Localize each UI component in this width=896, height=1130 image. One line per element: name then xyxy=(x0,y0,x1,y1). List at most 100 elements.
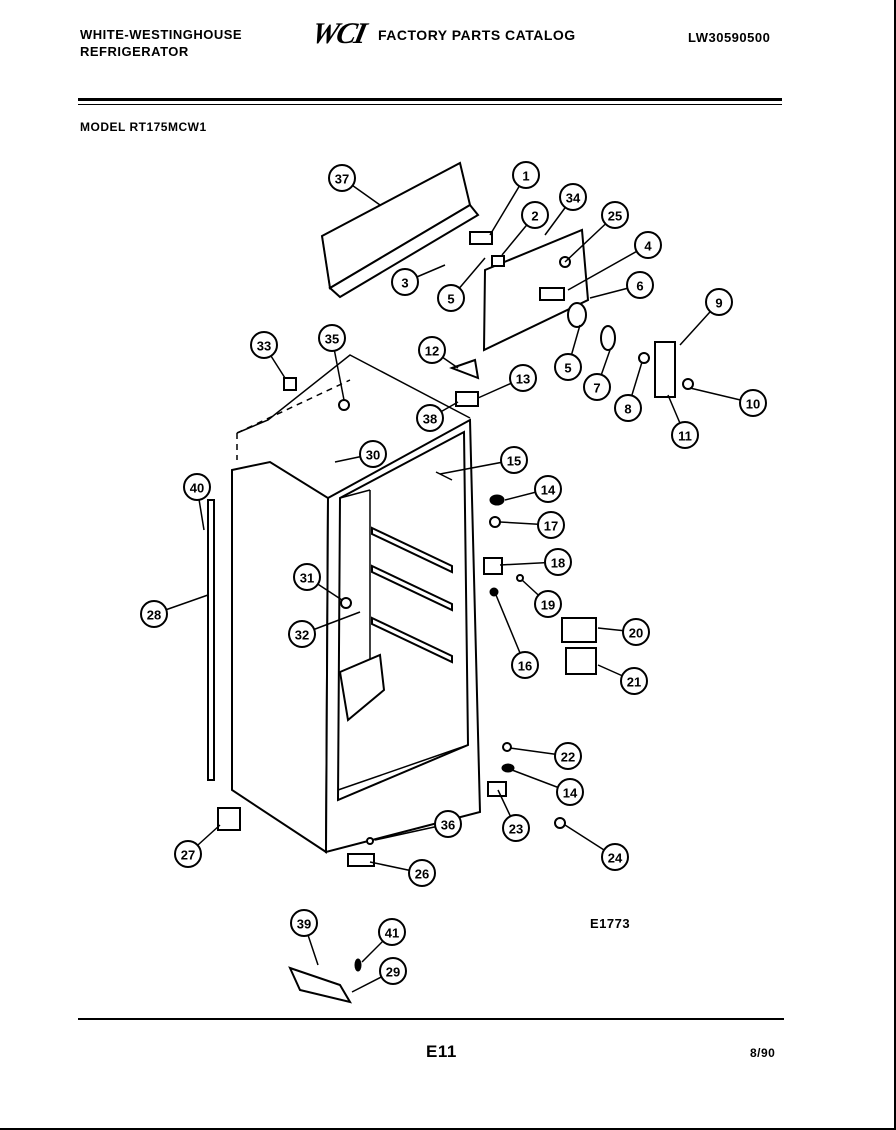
callout-number: 5 xyxy=(447,292,454,307)
callout-circle xyxy=(626,271,654,299)
callout-24: 24 xyxy=(564,824,629,871)
callout-15: 15 xyxy=(439,446,528,475)
callout-number: 21 xyxy=(627,675,641,690)
callout-3: 3 xyxy=(391,264,446,296)
refrigerator-cabinet xyxy=(231,354,482,854)
callout-circle xyxy=(512,161,540,189)
switch-clip xyxy=(682,378,694,390)
callout-circle xyxy=(391,268,419,296)
callout-circle xyxy=(559,183,587,211)
callout-circle xyxy=(671,421,699,449)
light-switch-housing xyxy=(654,341,676,398)
thermostat-knob xyxy=(567,302,587,328)
hinge-bracket-20 xyxy=(561,617,597,643)
brand-line-1: WHITE-WESTINGHOUSE xyxy=(80,27,243,42)
callout-number: 14 xyxy=(563,786,578,801)
footer-rule xyxy=(78,1018,784,1020)
model-number: MODEL RT175MCW1 xyxy=(80,120,207,134)
callout-circle xyxy=(437,284,465,312)
callout-number: 34 xyxy=(566,191,581,206)
callout-number: 7 xyxy=(593,381,600,396)
callout-circle xyxy=(622,618,650,646)
switch-screw xyxy=(638,352,650,364)
callout-number: 6 xyxy=(636,279,643,294)
callout-9: 9 xyxy=(679,288,733,346)
callout-circle xyxy=(601,843,629,871)
washer-19 xyxy=(516,574,524,582)
tube-28 xyxy=(207,499,215,781)
callout-circle xyxy=(521,201,549,229)
hinge-26 xyxy=(347,853,375,867)
shelf-support-15 xyxy=(435,471,453,481)
control-panel-plate xyxy=(482,228,590,352)
callout-number: 12 xyxy=(425,344,439,359)
catalog-title: FACTORY PARTS CATALOG xyxy=(378,27,576,43)
callout-number: 14 xyxy=(541,483,556,498)
callout-14: 14 xyxy=(504,475,562,503)
callout-number: 9 xyxy=(715,296,722,311)
callout-number: 40 xyxy=(190,481,204,496)
bottom-hinge-39 xyxy=(288,966,353,1004)
callout-number: 39 xyxy=(297,917,311,932)
callout-circle xyxy=(174,840,202,868)
callout-circle xyxy=(434,810,462,838)
spacer-41 xyxy=(354,958,362,972)
callout-number: 33 xyxy=(257,339,271,354)
header-rule xyxy=(78,98,782,101)
callout-41: 41 xyxy=(361,918,406,963)
figure-id: E1773 xyxy=(590,916,631,931)
callout-circle xyxy=(502,814,530,842)
callout-22: 22 xyxy=(509,742,582,770)
part-number: LW30590500 xyxy=(688,30,771,45)
callout-circle xyxy=(537,511,565,539)
callout-4: 4 xyxy=(567,231,662,291)
callout-number: 24 xyxy=(608,851,623,866)
callout-25: 25 xyxy=(564,201,629,263)
callout-circle xyxy=(328,164,356,192)
callout-27: 27 xyxy=(174,824,221,868)
callout-number: 17 xyxy=(544,519,558,534)
callout-circle xyxy=(556,778,584,806)
callout-number: 38 xyxy=(423,412,437,427)
callout-circle xyxy=(739,389,767,417)
page-id: E11 xyxy=(426,1042,457,1061)
callout-29: 29 xyxy=(351,957,407,993)
callout-circle xyxy=(614,394,642,422)
callout-circle xyxy=(634,231,662,259)
callout-number: 1 xyxy=(522,169,529,184)
callout-28: 28 xyxy=(140,594,209,628)
callout-number: 13 xyxy=(516,372,530,387)
callout-2: 2 xyxy=(501,201,549,256)
callout-33: 33 xyxy=(250,331,286,379)
callout-38: 38 xyxy=(416,401,459,432)
callout-30: 30 xyxy=(334,440,387,468)
plug-16 xyxy=(489,587,499,597)
top-hinge xyxy=(455,391,479,407)
callout-10: 10 xyxy=(689,387,767,417)
callout-20: 20 xyxy=(597,618,650,646)
callout-circle xyxy=(554,742,582,770)
bracket-23 xyxy=(487,781,507,797)
washer-36 xyxy=(366,837,374,845)
pin-22 xyxy=(502,742,512,752)
callout-14: 14 xyxy=(511,769,584,806)
callout-number: 11 xyxy=(678,429,692,444)
date-code: 8/90 xyxy=(750,1046,776,1060)
callout-40: 40 xyxy=(183,473,211,531)
callout-18: 18 xyxy=(499,548,572,576)
callout-number: 20 xyxy=(629,626,643,641)
callout-number: 36 xyxy=(441,818,455,833)
callout-number: 15 xyxy=(507,454,521,469)
callout-number: 27 xyxy=(181,848,195,863)
callout-5: 5 xyxy=(437,257,486,312)
screw-35 xyxy=(338,399,350,411)
callout-circle xyxy=(601,201,629,229)
callout-number: 5 xyxy=(564,361,571,376)
callout-number: 31 xyxy=(300,571,314,586)
callout-number: 19 xyxy=(541,598,555,613)
callout-34: 34 xyxy=(544,183,587,236)
callout-circle xyxy=(500,446,528,474)
callout-circle xyxy=(359,440,387,468)
